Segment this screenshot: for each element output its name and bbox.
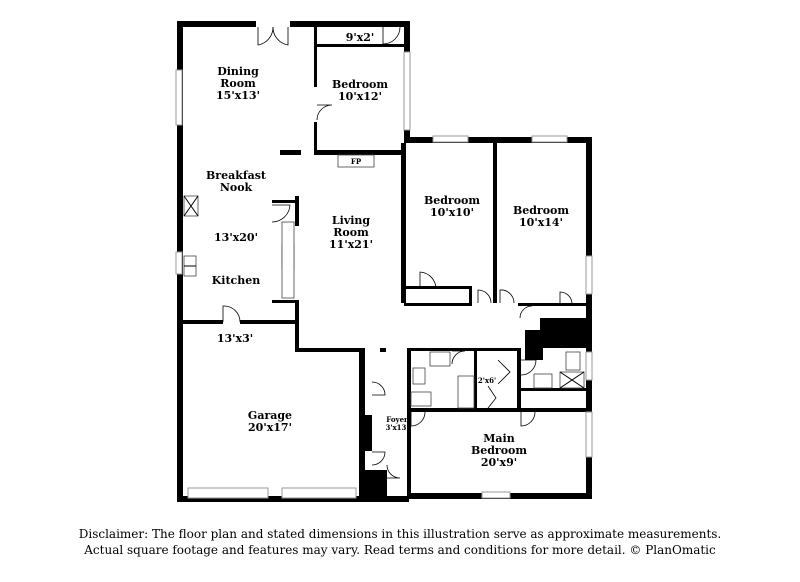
main-bed-name-1: Main <box>483 432 514 445</box>
doors <box>222 19 573 479</box>
closet-hall-dims: 2'x6' <box>478 376 496 385</box>
nook-name-2: Nook <box>220 181 253 194</box>
living-name-2: Room <box>333 226 369 239</box>
disclaimer: Disclaimer: The floor plan and stated di… <box>0 526 800 558</box>
floor-plan: Dining Room 15'x13' 9'x2' Bedroom 10'x12… <box>175 19 593 502</box>
dining-name-2: Room <box>220 77 256 90</box>
main-vanity-icon <box>533 373 553 389</box>
disclaimer-line-1: Disclaimer: The floor plan and stated di… <box>78 527 722 541</box>
living-name-1: Living <box>332 214 370 227</box>
closet-top-dims: 9'x2' <box>346 31 375 44</box>
laundry-dims: 13'x3' <box>217 332 253 345</box>
interior-walls <box>183 27 587 500</box>
dining-name-1: Dining <box>217 65 259 78</box>
bed-mid-name: Bedroom <box>424 194 480 207</box>
foyer-dims: 3'x13' <box>385 423 408 432</box>
bed-mid-dims: 10'x10' <box>430 206 474 219</box>
nook-name-1: Breakfast <box>206 169 267 182</box>
windows <box>175 51 593 499</box>
bed-small-name: Bedroom <box>332 78 388 91</box>
bathtub-icon <box>457 375 475 409</box>
counter-icon <box>281 221 295 299</box>
main-bed-name-2: Bedroom <box>471 444 527 457</box>
fireplace-label: FP <box>351 157 362 166</box>
kitchen-name: Kitchen <box>212 274 261 287</box>
bed-small-dims: 10'x12' <box>338 90 382 103</box>
foyer-name: Foyer <box>386 415 408 424</box>
dining-dims: 15'x13' <box>216 89 260 102</box>
bed-right-dims: 10'x14' <box>519 216 563 229</box>
garage-dims: 20'x17' <box>248 421 292 434</box>
disclaimer-line-2: Actual square footage and features may v… <box>84 543 716 557</box>
room-labels: Dining Room 15'x13' 9'x2' Bedroom 10'x12… <box>206 31 569 469</box>
toilet-icon <box>412 367 426 385</box>
bed-right-name: Bedroom <box>513 204 569 217</box>
fireplace-icon <box>337 154 375 168</box>
fixtures <box>183 154 585 409</box>
sink-icon <box>429 351 451 367</box>
main-toilet-icon <box>565 351 581 371</box>
vanity-icon <box>410 391 432 407</box>
living-dims: 11'x21' <box>329 238 373 251</box>
main-bed-dims: 20'x9' <box>481 456 517 469</box>
nook-dims: 13'x20' <box>214 231 258 244</box>
garage-name: Garage <box>248 409 292 422</box>
